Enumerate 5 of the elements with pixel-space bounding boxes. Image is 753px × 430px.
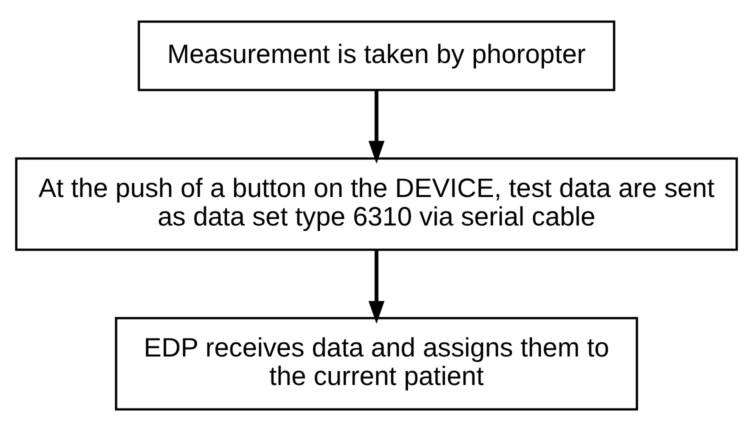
node-box: At the push of a button on the DEVICE, test data are sent as data set type 6310 via serial cable bbox=[15, 156, 738, 250]
node-box: Measurement is taken by phoropter bbox=[138, 20, 616, 91]
node-box: EDP receives data and assigns them to the current patient bbox=[114, 316, 638, 410]
arrow bbox=[368, 90, 384, 164]
arrow bbox=[368, 250, 384, 324]
